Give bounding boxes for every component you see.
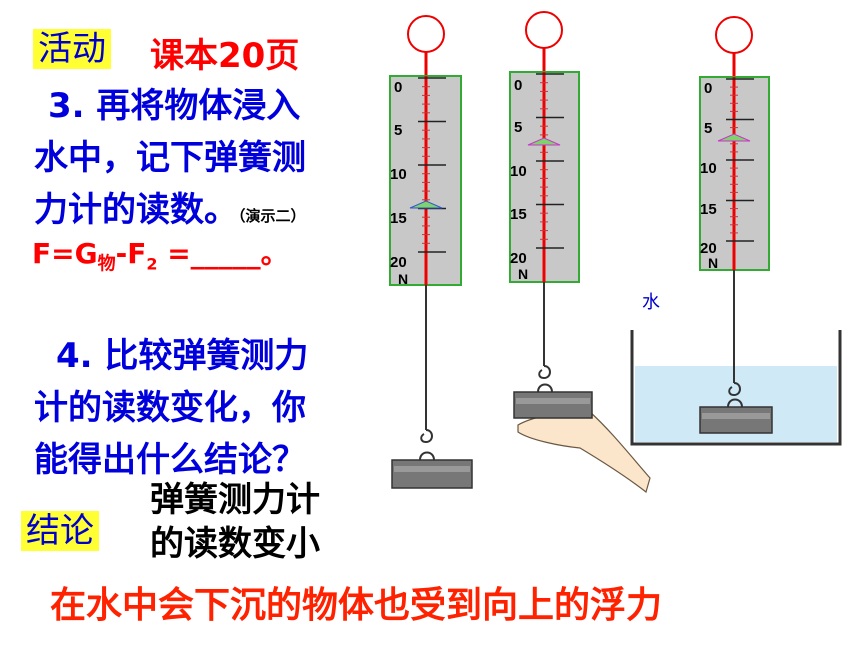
ring-1 [407, 15, 445, 53]
block-hook-1 [419, 451, 435, 461]
block-3-shine [702, 413, 770, 419]
tick-label-15-s3: 15 [700, 201, 717, 218]
hook-1 [420, 429, 433, 444]
block-2 [513, 391, 593, 419]
spring-scale-1: 0 5 10 15 20 N [389, 15, 473, 489]
tick-label-0-s1: 0 [394, 79, 402, 96]
tick-label-0-s3: 0 [704, 80, 712, 97]
conclusion-line2: 的读数变小 [150, 524, 320, 564]
buoyancy-formula: F=G物-F2 =_____。 [32, 232, 289, 276]
hook-2 [538, 365, 551, 380]
ring-2 [525, 11, 563, 49]
conclusion-line1: 弹簧测力计 [150, 480, 320, 520]
block-1-shine [394, 466, 470, 472]
tick-label-20-s1: 20 [390, 254, 407, 271]
step3-line3: 力计的读数。（演示二） [34, 184, 364, 242]
demo-note: （演示二） [238, 207, 306, 225]
formula-sub: 物 [97, 253, 116, 275]
tick-label-20-s2: 20 [510, 250, 527, 267]
tick-label-10-s1: 10 [390, 166, 407, 183]
block-1 [391, 459, 473, 489]
step3-line1: 3. 再将物体浸入 [48, 86, 301, 126]
ticks-2 [536, 73, 564, 249]
conclusion-tag: 结论 [22, 512, 98, 550]
unit-label-s1: N [398, 271, 408, 287]
tick-label-5-s3: 5 [704, 120, 712, 137]
indicator-2 [527, 137, 561, 146]
tank-outline [630, 330, 842, 446]
block-hook-3 [727, 398, 743, 408]
spring-scale-3: 0 5 10 15 20 N [699, 16, 773, 434]
spring-scale-2: 0 5 10 15 20 N [509, 11, 593, 419]
conclusion-text: 弹簧测力计 的读数变小 [150, 478, 320, 566]
hand-shape [517, 411, 651, 494]
indicator-1 [409, 200, 443, 209]
hook-3 [728, 382, 741, 397]
activity-tag: 活动 [34, 30, 110, 68]
ticks-1 [418, 77, 446, 253]
unit-label-s3: N [708, 255, 718, 271]
block-3 [699, 406, 773, 434]
formula-lhs: F=G [32, 237, 98, 270]
block-2-shine [516, 398, 590, 404]
formula-sub2: 2 [146, 254, 158, 274]
block-hook-2 [537, 383, 553, 393]
step4-line1: 4. 比较弹簧测力 [56, 336, 309, 376]
step4-text: 4. 比较弹簧测力 计的读数变化，你 能得出什么结论？ [34, 330, 364, 486]
unit-label-s2: N [518, 266, 528, 282]
step3-line3-text: 力计的读数。 [34, 190, 238, 230]
step4-line2: 计的读数变化，你 [34, 388, 306, 428]
tick-label-0-s2: 0 [514, 77, 522, 94]
tick-label-20-s3: 20 [700, 240, 717, 257]
step3-line2: 水中，记下弹簧测 [34, 138, 306, 178]
textbook-reference: 课本20页 [150, 36, 300, 76]
tick-label-5-s2: 5 [514, 119, 522, 136]
indicator-3 [717, 133, 751, 142]
tick-label-15-s2: 15 [510, 206, 527, 223]
water-label: 水 [642, 292, 660, 313]
tick-label-5-s1: 5 [394, 122, 402, 139]
hand [517, 411, 651, 494]
tick-label-10-s2: 10 [510, 163, 527, 180]
step4-line3: 能得出什么结论？ [34, 440, 306, 480]
formula-minus: -F [115, 237, 147, 270]
ring-3 [715, 16, 753, 54]
tick-label-15-s1: 15 [390, 210, 407, 227]
formula-rest: =_____。 [157, 237, 289, 270]
tick-label-10-s3: 10 [700, 160, 717, 177]
bottom-statement: 在水中会下沉的物体也受到向上的浮力 [50, 585, 663, 626]
step3-text: 3. 再将物体浸入 水中，记下弹簧测 力计的读数。（演示二） [34, 80, 364, 242]
